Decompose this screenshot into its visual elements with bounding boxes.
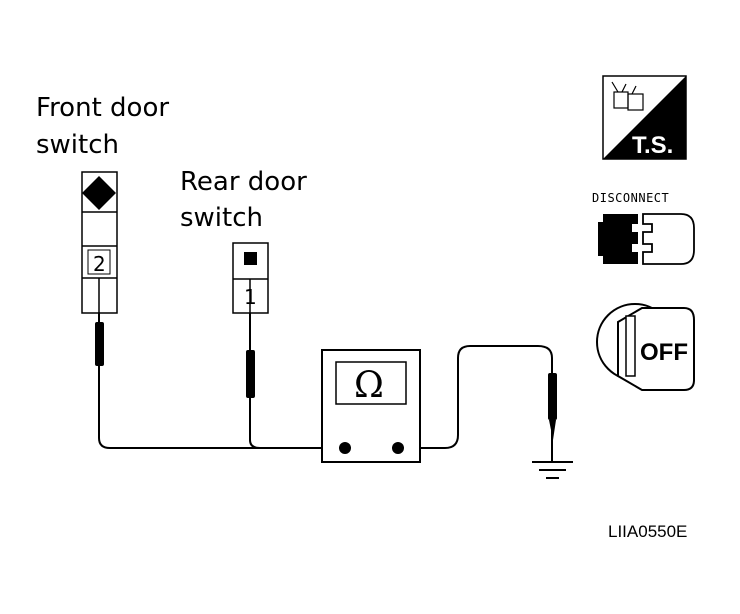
disconnect-text: DISCONNECT [592, 191, 669, 205]
ignition-off-text: OFF [640, 339, 688, 366]
front-probe [95, 312, 104, 366]
ohmmeter-terminal-left [339, 442, 351, 454]
front-door-label-line2: switch [36, 130, 119, 160]
ohmmeter-display [335, 361, 407, 405]
ground-probe [548, 373, 557, 440]
ohmmeter-terminal-right [392, 442, 404, 454]
troubleshooting-icon: T.S. [602, 75, 687, 160]
figure-code: LIIA0550E [608, 522, 687, 541]
ohm-symbol: Ω [354, 365, 384, 406]
ohmmeter: Ω [321, 349, 421, 463]
front-pin-number: 2 [93, 252, 106, 276]
front-door-label-line1: Front door [36, 93, 169, 123]
square-marker-icon [244, 252, 257, 265]
ground-icon [532, 461, 573, 479]
rear-probe [246, 350, 255, 398]
troubleshooting-text: T.S. [632, 132, 673, 159]
diamond-marker-icon [82, 176, 116, 210]
ignition-off-icon: OFF [596, 303, 695, 391]
rear-door-switch-connector: 1 [232, 242, 269, 314]
front-door-switch-connector: 2 [81, 171, 118, 314]
rear-door-label-line2: switch [180, 203, 263, 233]
disconnect-icon: DISCONNECT [592, 191, 695, 265]
rear-door-label-line1: Rear door [180, 167, 307, 197]
